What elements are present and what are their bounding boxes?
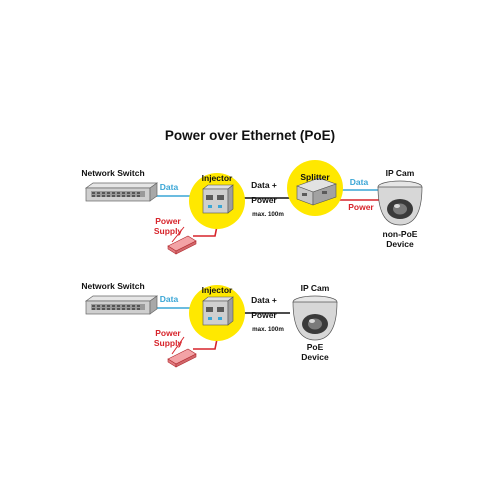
top-switch-label: Network Switch	[81, 168, 144, 178]
bottom-power-supply-label-2: Supply	[154, 338, 183, 348]
bottom-injector-label: Injector	[202, 285, 233, 295]
top-network-switch	[84, 182, 159, 202]
bottom-distance-label: max. 100m	[252, 326, 284, 333]
bottom-power-supply-label-1: Power	[155, 328, 181, 338]
bottom-data-power-label-2: Power	[251, 310, 277, 320]
top-injector-label: Injector	[202, 173, 233, 183]
top-data-power-label-1: Data +	[251, 180, 277, 190]
bottom-power-label-connector	[171, 336, 185, 355]
top-device-label-1: non-PoE	[383, 229, 418, 239]
top-power-supply-device	[167, 235, 197, 255]
bottom-device-label-2: Device	[301, 352, 329, 362]
bottom-data-power-label-1: Data +	[251, 295, 277, 305]
top-data-power-label-2: Power	[251, 195, 277, 205]
diagram-title: Power over Ethernet (PoE)	[165, 128, 335, 143]
top-splitter-label: Splitter	[300, 172, 330, 182]
top-power-supply-label-1: Power	[155, 216, 181, 226]
top-power-supply-label-2: Supply	[154, 226, 183, 236]
bottom-data-label: Data	[160, 294, 179, 304]
top-device-label-2: Device	[386, 239, 414, 249]
top-ip-camera-device	[377, 180, 423, 226]
bottom-camera-label: IP Cam	[301, 283, 330, 293]
top-power-out-label: Power	[348, 202, 374, 212]
bottom-switch-label: Network Switch	[81, 281, 144, 291]
bottom-network-switch	[84, 295, 159, 315]
top-camera-label: IP Cam	[386, 168, 415, 178]
bottom-diagram: Network Switch Data Injector Power Suppl…	[81, 281, 338, 368]
top-data-out-label: Data	[350, 177, 369, 187]
top-injector-device	[202, 184, 234, 214]
bottom-device-label-1: PoE	[307, 342, 324, 352]
top-data-label: Data	[160, 182, 179, 192]
bottom-power-supply-device	[167, 348, 197, 368]
top-diagram: Network Switch Data Injector Power Suppl…	[81, 160, 423, 255]
top-power-label-connector	[171, 226, 185, 243]
bottom-injector-device	[202, 296, 234, 326]
top-distance-label: max. 100m	[252, 211, 284, 218]
bottom-ip-camera-device	[292, 295, 338, 341]
top-splitter-device	[296, 177, 337, 206]
